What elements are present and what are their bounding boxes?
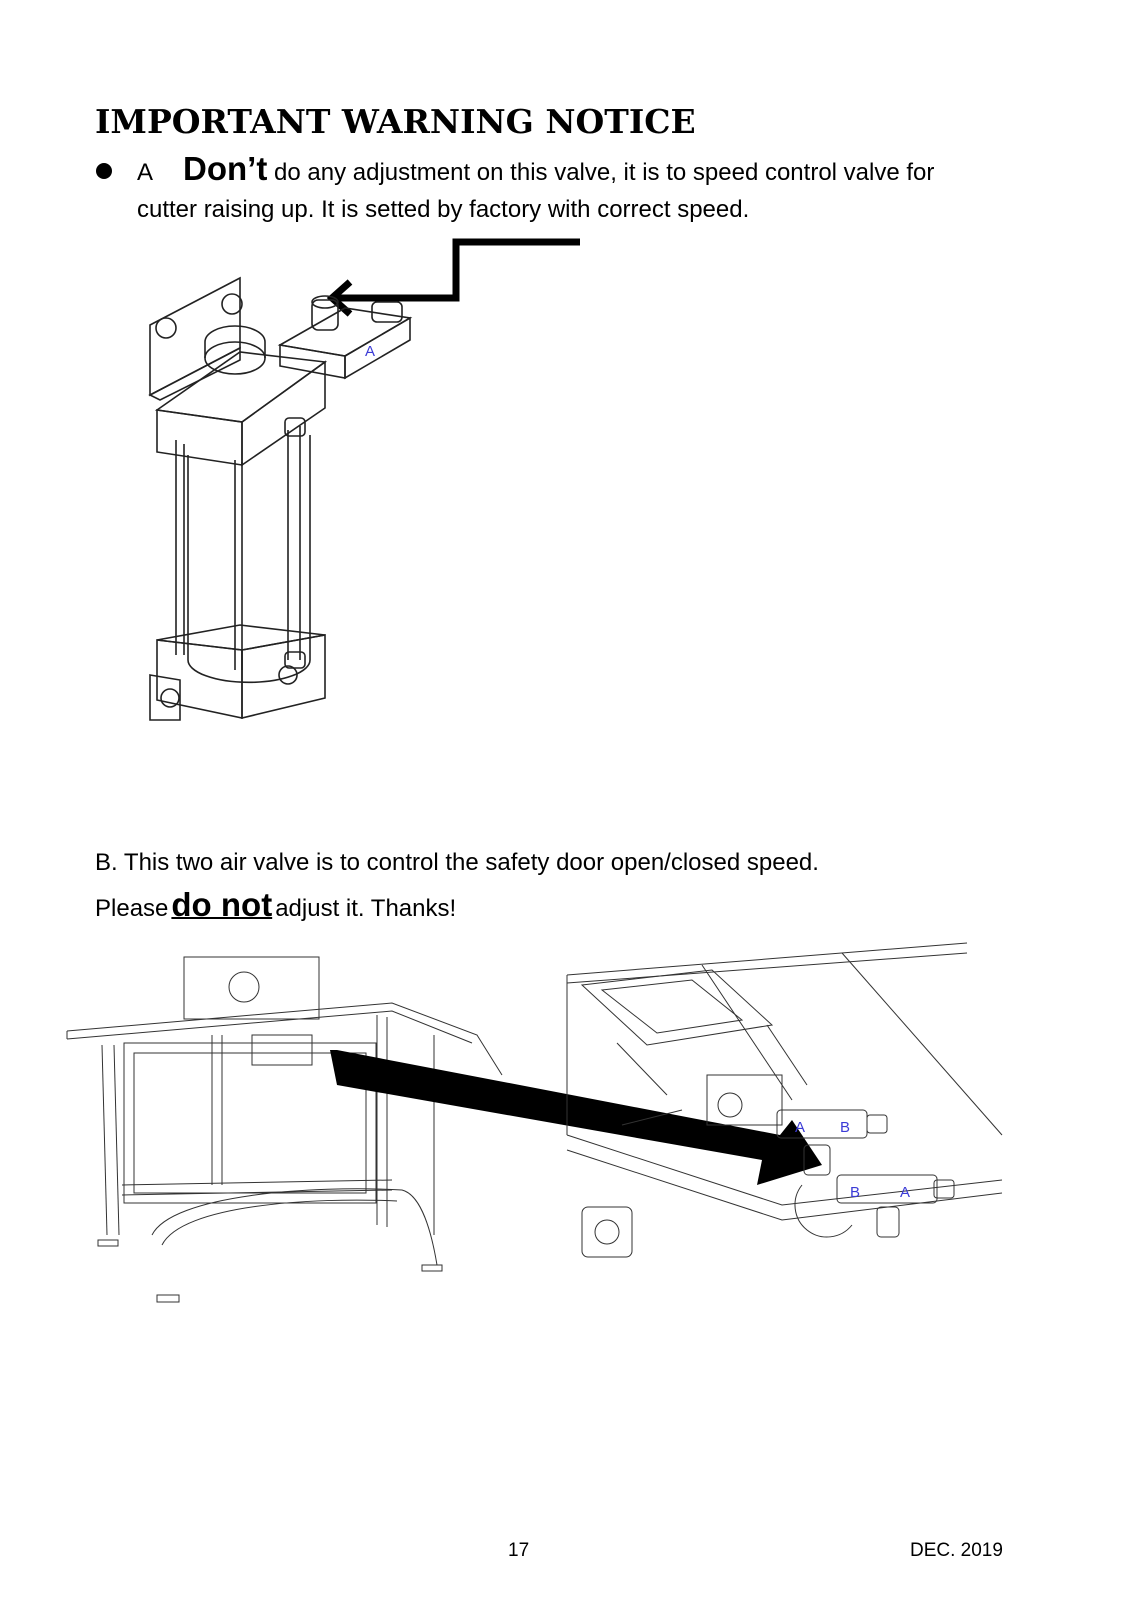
section-a-line-1-text: do any adjustment on this valve, it is t… bbox=[274, 159, 935, 186]
pointer-arrow bbox=[335, 238, 580, 302]
section-b-line-1: B. This two air valve is to control the … bbox=[95, 849, 819, 876]
bullet-icon bbox=[96, 163, 112, 179]
safety-door-valves-figure: A B B A bbox=[66, 942, 1003, 1303]
valve-closeup-drawing bbox=[566, 942, 1003, 1258]
section-b-emphasis: do not bbox=[171, 886, 273, 923]
closeup-valve-2-port-a: A bbox=[900, 1184, 910, 1201]
cylinder-valve-port-a: A bbox=[365, 343, 375, 360]
document-date: DEC. 2019 bbox=[910, 1540, 1003, 1561]
page-title: IMPORTANT WARNING NOTICE bbox=[95, 102, 696, 141]
page-number: 17 bbox=[508, 1540, 530, 1561]
section-a-emphasis: Don’t bbox=[183, 150, 268, 187]
closeup-valve-1-port-a: A bbox=[795, 1119, 805, 1136]
section-a-marker: A bbox=[137, 159, 152, 186]
pointer-arrow-large bbox=[330, 1050, 822, 1185]
section-b-please: Please bbox=[95, 895, 169, 922]
section-a-line-1: A Don’t do any adjustment on this valve,… bbox=[137, 152, 934, 185]
closeup-valve-1-port-b: B bbox=[840, 1119, 850, 1136]
cylinder-valve-figure: A bbox=[148, 238, 580, 721]
machine-frame-drawing bbox=[66, 956, 503, 1303]
closeup-valve-2-port-b: B bbox=[850, 1184, 860, 1201]
section-a-line-2: cutter raising up. It is setted by facto… bbox=[137, 196, 750, 223]
section-b-line-2-text: adjust it. Thanks! bbox=[275, 895, 457, 922]
